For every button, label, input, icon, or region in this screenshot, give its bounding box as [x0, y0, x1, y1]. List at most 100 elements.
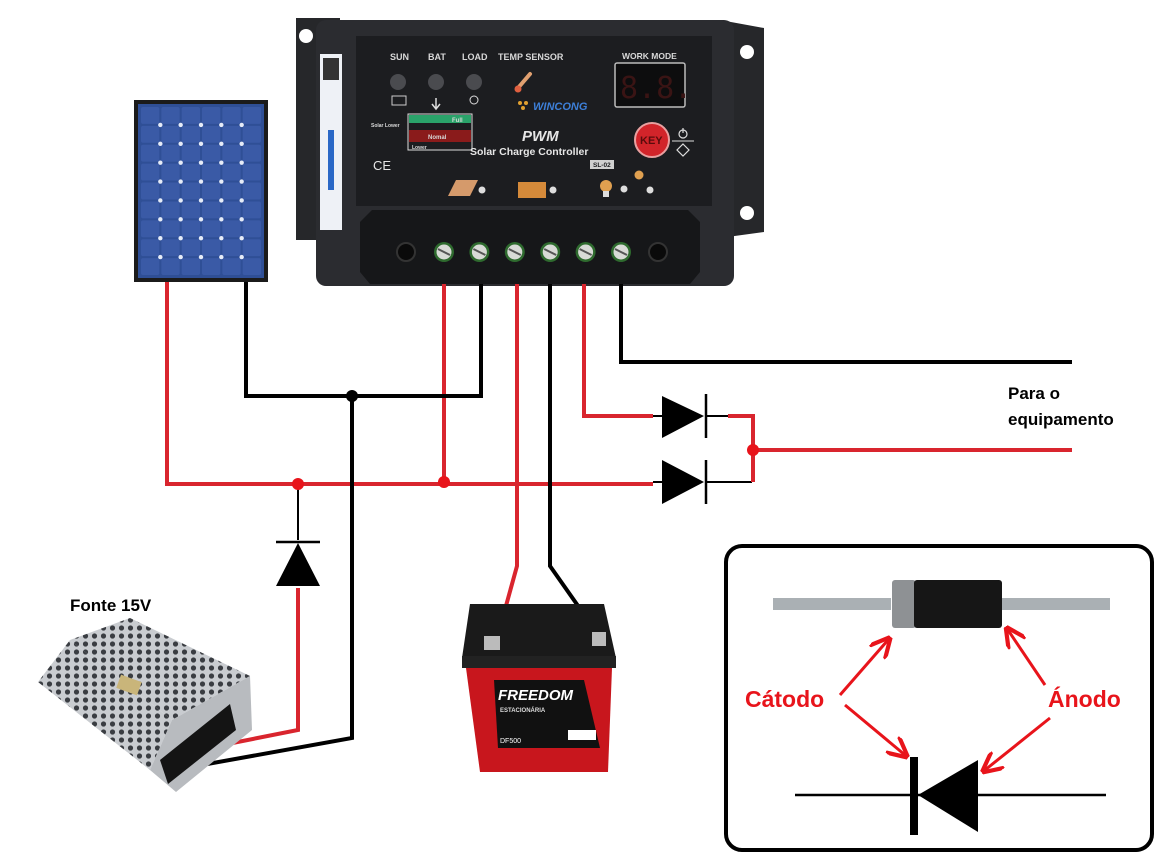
battery-sub: ESTACIONÁRIA — [500, 707, 546, 714]
battery-level-lower: Lower — [412, 145, 427, 151]
cell-junction — [158, 236, 163, 241]
solar-cell — [141, 163, 160, 181]
wire-battery-negative — [548, 284, 604, 642]
cell-junction — [158, 179, 163, 184]
mini-panel-icon — [391, 95, 407, 106]
solar-cell — [242, 107, 261, 124]
cell-junction — [198, 236, 204, 241]
led-load — [466, 74, 482, 90]
cell-junction — [239, 236, 244, 241]
solar-cell — [242, 201, 261, 219]
solar-cell — [242, 144, 261, 162]
solar-cell — [141, 239, 160, 257]
diode-load-icon — [662, 394, 708, 438]
wire-battery-positive — [494, 284, 519, 643]
solar-cell — [141, 125, 160, 143]
solar-cell — [161, 163, 180, 181]
solar-cell — [161, 201, 180, 219]
work-mode-display — [614, 62, 686, 108]
solar-cell — [181, 182, 200, 200]
cell-junction — [198, 254, 204, 260]
diode-inset — [724, 544, 1154, 852]
junction-dot — [747, 444, 759, 456]
cell-junction — [239, 254, 244, 260]
indicator-label-temp: TEMP SENSOR — [498, 52, 564, 62]
battery-model: DF500 — [500, 738, 521, 745]
solar-cell — [181, 125, 200, 143]
cell-junction — [158, 122, 163, 128]
solar-cell — [181, 201, 200, 219]
power-icon — [672, 128, 694, 157]
cell-junction — [198, 160, 204, 165]
solar-cell — [222, 239, 241, 257]
barcode-icon — [568, 730, 596, 740]
mount-hole-icon — [740, 206, 754, 220]
cell-junction — [178, 160, 183, 165]
cell-junction — [219, 141, 224, 146]
terminal-screws — [396, 242, 668, 262]
solar-cell — [161, 107, 180, 124]
solar-cell — [181, 239, 200, 257]
screw-slot — [508, 248, 522, 256]
terminal-cap — [648, 242, 668, 262]
cell-junction — [198, 141, 204, 146]
solar-cell — [141, 258, 160, 275]
solar-cell — [181, 220, 200, 238]
cell-junction — [198, 198, 204, 203]
cell-junction — [239, 198, 244, 203]
solar-cell — [242, 258, 261, 275]
solar-lower-label: Solar Lower — [371, 123, 400, 129]
solar-cell — [141, 220, 160, 238]
screw-slot — [579, 248, 593, 256]
cell-junction — [178, 141, 183, 146]
work-mode-label: WORK MODE — [622, 51, 677, 61]
qr-code-icon — [323, 58, 339, 80]
wire-psu-negative — [173, 396, 354, 772]
mount-hole-icon — [740, 45, 754, 59]
screw-slot — [437, 248, 451, 256]
controller-subtitle: Solar Charge Controller — [470, 146, 588, 158]
cell-junction — [158, 160, 163, 165]
cell-junction — [219, 254, 224, 260]
cell-junction — [178, 217, 183, 222]
charge-controller: SUN BAT LOAD TEMP SENSOR Full Nomal Lowe… — [296, 18, 764, 286]
cell-junction — [219, 179, 224, 184]
cell-junction — [158, 254, 163, 260]
solar-panel-cells — [141, 107, 261, 275]
diode-photo — [773, 580, 1110, 628]
controller-type: PWM — [522, 128, 559, 145]
led-bat — [428, 74, 444, 90]
wire-solar-negative — [244, 282, 483, 398]
solar-cell — [242, 220, 261, 238]
cell-junction — [219, 198, 224, 203]
solar-cell — [242, 125, 261, 143]
solar-cell — [222, 220, 241, 238]
cell-junction — [239, 179, 244, 184]
diode-psu-icon — [276, 540, 320, 586]
solar-cell — [141, 107, 160, 124]
output-label-line2: equipamento — [1008, 410, 1114, 429]
junction-dot — [438, 476, 450, 488]
cell-junction — [239, 141, 244, 146]
solar-cell — [202, 182, 221, 200]
solar-cell — [242, 182, 261, 200]
solar-cell — [202, 201, 221, 219]
indicator-label-sun: SUN — [390, 52, 409, 62]
solar-cell — [181, 144, 200, 162]
solar-cell — [202, 220, 221, 238]
solar-cell — [242, 163, 261, 181]
cell-junction — [158, 141, 163, 146]
battery-level-icon: Full Nomal Lower — [407, 113, 473, 151]
solar-cell — [141, 201, 160, 219]
cell-junction — [239, 122, 244, 128]
anode-label: Ánodo — [1048, 686, 1121, 712]
solar-cell — [202, 125, 221, 143]
solar-cell — [222, 258, 241, 275]
cell-junction — [219, 217, 224, 222]
battery-level-full: Full — [452, 118, 463, 124]
key-button[interactable]: KEY — [634, 122, 670, 158]
indicator-label-bat: BAT — [428, 52, 446, 62]
led-sun — [390, 74, 406, 90]
power-supply-label: Fonte 15V — [70, 596, 152, 615]
